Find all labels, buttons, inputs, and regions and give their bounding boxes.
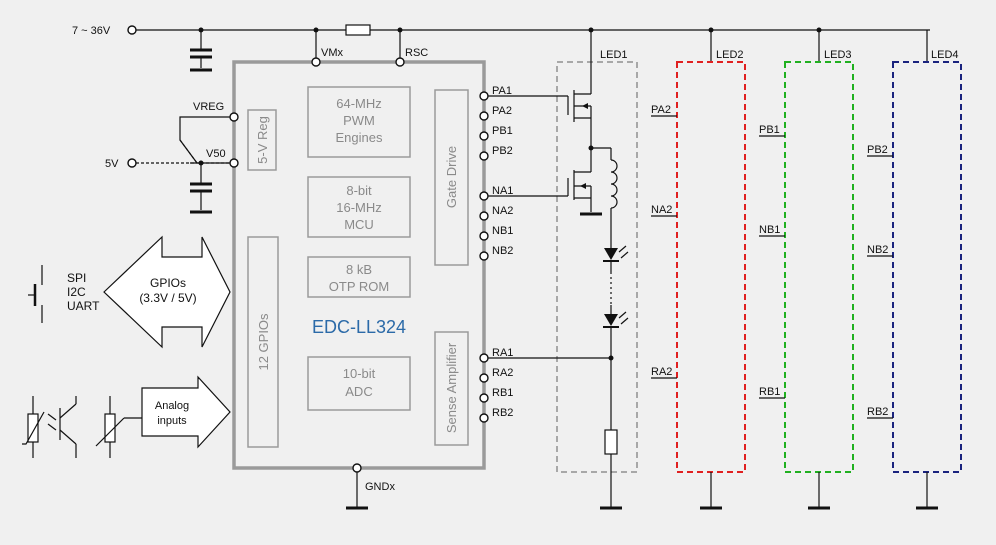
pin-gndx-label: GNDx bbox=[365, 481, 395, 493]
led4-frame bbox=[892, 61, 962, 473]
pin-label-pb1: PB1 bbox=[492, 125, 513, 137]
otp-block bbox=[307, 256, 411, 298]
pin-label-pa2: PA2 bbox=[492, 105, 512, 117]
gpio-block bbox=[247, 236, 279, 448]
regulator-label: 5-V Reg bbox=[255, 116, 270, 164]
led3-pin-rb1: RB1 bbox=[759, 386, 780, 398]
led3-label: LED3 bbox=[824, 49, 852, 61]
pin-label-pa1: PA1 bbox=[492, 85, 512, 97]
pin-na1 bbox=[479, 191, 489, 201]
led1-frame bbox=[556, 61, 638, 473]
sense-amp-label: Sense Amplifier bbox=[444, 342, 459, 433]
pin-label-na1: NA1 bbox=[492, 185, 513, 197]
input-capacitor bbox=[190, 30, 212, 72]
pwm-line-3: Engines bbox=[336, 130, 383, 145]
gpio-block-label: 12 GPIOs bbox=[256, 313, 271, 371]
pin-pb2 bbox=[479, 151, 489, 161]
led3-pin-pb1: PB1 bbox=[759, 124, 780, 136]
pin-ra2 bbox=[479, 373, 489, 383]
pin-nb1 bbox=[479, 231, 489, 241]
vreg-jumper bbox=[127, 116, 230, 214]
regulator-block bbox=[247, 109, 277, 171]
pin-rsc-label: RSC bbox=[405, 47, 428, 59]
pin-vmx-label: VMx bbox=[321, 47, 344, 59]
gpio-arrow-line-2: (3.3V / 5V) bbox=[139, 291, 196, 305]
mcu-line-2: 16-MHz bbox=[336, 200, 382, 215]
phototransistor-icon bbox=[47, 396, 77, 458]
pwm-block bbox=[307, 86, 411, 158]
pin-label-pb2: PB2 bbox=[492, 145, 513, 157]
pin-gndx bbox=[352, 463, 362, 473]
mcu-block bbox=[307, 176, 411, 238]
potentiometer-icon bbox=[95, 396, 142, 458]
sense-resistor bbox=[345, 24, 371, 36]
pin-v50-label: V50 bbox=[206, 148, 226, 160]
gpio-arrow bbox=[103, 235, 231, 349]
pin-label-rb2: RB2 bbox=[492, 407, 513, 419]
pin-na2 bbox=[479, 211, 489, 221]
pin-pa1 bbox=[479, 91, 489, 101]
pin-v50 bbox=[229, 158, 239, 168]
pin-rsc bbox=[395, 57, 405, 67]
pin-vreg bbox=[229, 112, 239, 122]
gpio-arrow-line-1: GPIOs bbox=[150, 276, 186, 290]
adc-block bbox=[307, 356, 411, 411]
pin-pb1 bbox=[479, 131, 489, 141]
pin-label-nb2: NB2 bbox=[492, 245, 513, 257]
analog-arrow-line-1: Analog bbox=[155, 400, 189, 412]
otp-line-1: 8 kB bbox=[346, 262, 372, 277]
pin-label-ra1: RA1 bbox=[492, 347, 513, 359]
led2-pin-na2: NA2 bbox=[651, 204, 672, 216]
pin-pa2 bbox=[479, 111, 489, 121]
adc-line-1: 10-bit bbox=[343, 366, 376, 381]
pin-label-rb1: RB1 bbox=[492, 387, 513, 399]
led3-pin-nb1: NB1 bbox=[759, 224, 780, 236]
five-volt-label: 5V bbox=[105, 158, 119, 170]
mcu-line-1: 8-bit bbox=[346, 183, 372, 198]
led2-label: LED2 bbox=[716, 49, 744, 61]
pin-label-ra2: RA2 bbox=[492, 367, 513, 379]
led3-frame bbox=[784, 61, 854, 473]
protocol-uart: UART bbox=[67, 299, 100, 313]
led1-label: LED1 bbox=[600, 49, 628, 61]
pwm-line-1: 64-MHz bbox=[336, 96, 382, 111]
pin-ra1 bbox=[479, 353, 489, 363]
led4-pin-pb2: PB2 bbox=[867, 144, 888, 156]
gate-drive-block bbox=[434, 89, 469, 266]
pin-rb2 bbox=[479, 413, 489, 423]
pin-label-na2: NA2 bbox=[492, 205, 513, 217]
protocol-spi: SPI bbox=[67, 271, 86, 285]
pin-nb2 bbox=[479, 251, 489, 261]
chip-name: EDC-LL324 bbox=[312, 317, 406, 337]
mcu-line-3: MCU bbox=[344, 217, 374, 232]
led2-frame bbox=[676, 61, 746, 473]
led2-pin-ra2: RA2 bbox=[651, 366, 672, 378]
right-pins bbox=[479, 91, 489, 423]
thermistor-icon bbox=[22, 396, 45, 458]
otp-line-2: OTP ROM bbox=[329, 279, 389, 294]
adc-line-2: ADC bbox=[345, 384, 372, 399]
analog-arrow bbox=[141, 375, 231, 449]
protocol-i2c: I2C bbox=[67, 285, 86, 299]
push-button-icon bbox=[28, 265, 43, 323]
sense-amp-block bbox=[434, 331, 469, 446]
pin-vmx bbox=[311, 57, 321, 67]
pin-label-nb1: NB1 bbox=[492, 225, 513, 237]
led4-label: LED4 bbox=[931, 49, 959, 61]
led4-pin-rb2: RB2 bbox=[867, 406, 888, 418]
gate-drive-label: Gate Drive bbox=[444, 146, 459, 208]
led4-pin-nb2: NB2 bbox=[867, 244, 888, 256]
pin-vreg-label: VREG bbox=[193, 101, 224, 113]
pin-rb1 bbox=[479, 393, 489, 403]
supply-voltage-label: 7 ~ 36V bbox=[72, 25, 111, 37]
analog-arrow-line-2: inputs bbox=[157, 415, 187, 427]
supply-rail bbox=[127, 24, 930, 36]
led1-circuit bbox=[488, 30, 629, 510]
supply-terminal bbox=[127, 25, 137, 35]
led2-pin-pa2: PA2 bbox=[651, 104, 671, 116]
pwm-line-2: PWM bbox=[343, 113, 375, 128]
